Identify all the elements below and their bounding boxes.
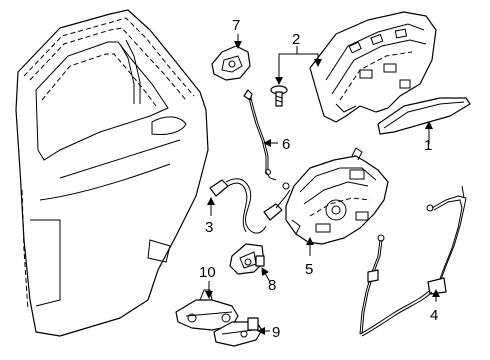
check-bracket <box>229 243 265 275</box>
lock-cable <box>209 178 291 234</box>
lock-rod <box>243 89 277 181</box>
callout-7: 7 <box>232 17 240 34</box>
hinge <box>213 317 263 347</box>
handle-cover <box>377 97 471 135</box>
callout-6: 6 <box>282 136 290 153</box>
striker <box>211 45 251 81</box>
callout-5: 5 <box>305 261 313 278</box>
callout-9: 9 <box>272 324 280 341</box>
callout-3: 3 <box>205 219 213 236</box>
callout-2: 2 <box>292 31 300 48</box>
callout-10: 10 <box>199 264 216 281</box>
callout-8: 8 <box>268 277 276 294</box>
leader-lines <box>205 34 440 335</box>
door-check <box>175 289 239 331</box>
callout-4: 4 <box>430 307 438 324</box>
outside-handle <box>309 11 437 123</box>
handle-screw <box>270 85 288 107</box>
door-lock-actuator <box>285 147 389 245</box>
rear-door-shell <box>15 9 209 337</box>
callout-1: 1 <box>424 137 432 154</box>
